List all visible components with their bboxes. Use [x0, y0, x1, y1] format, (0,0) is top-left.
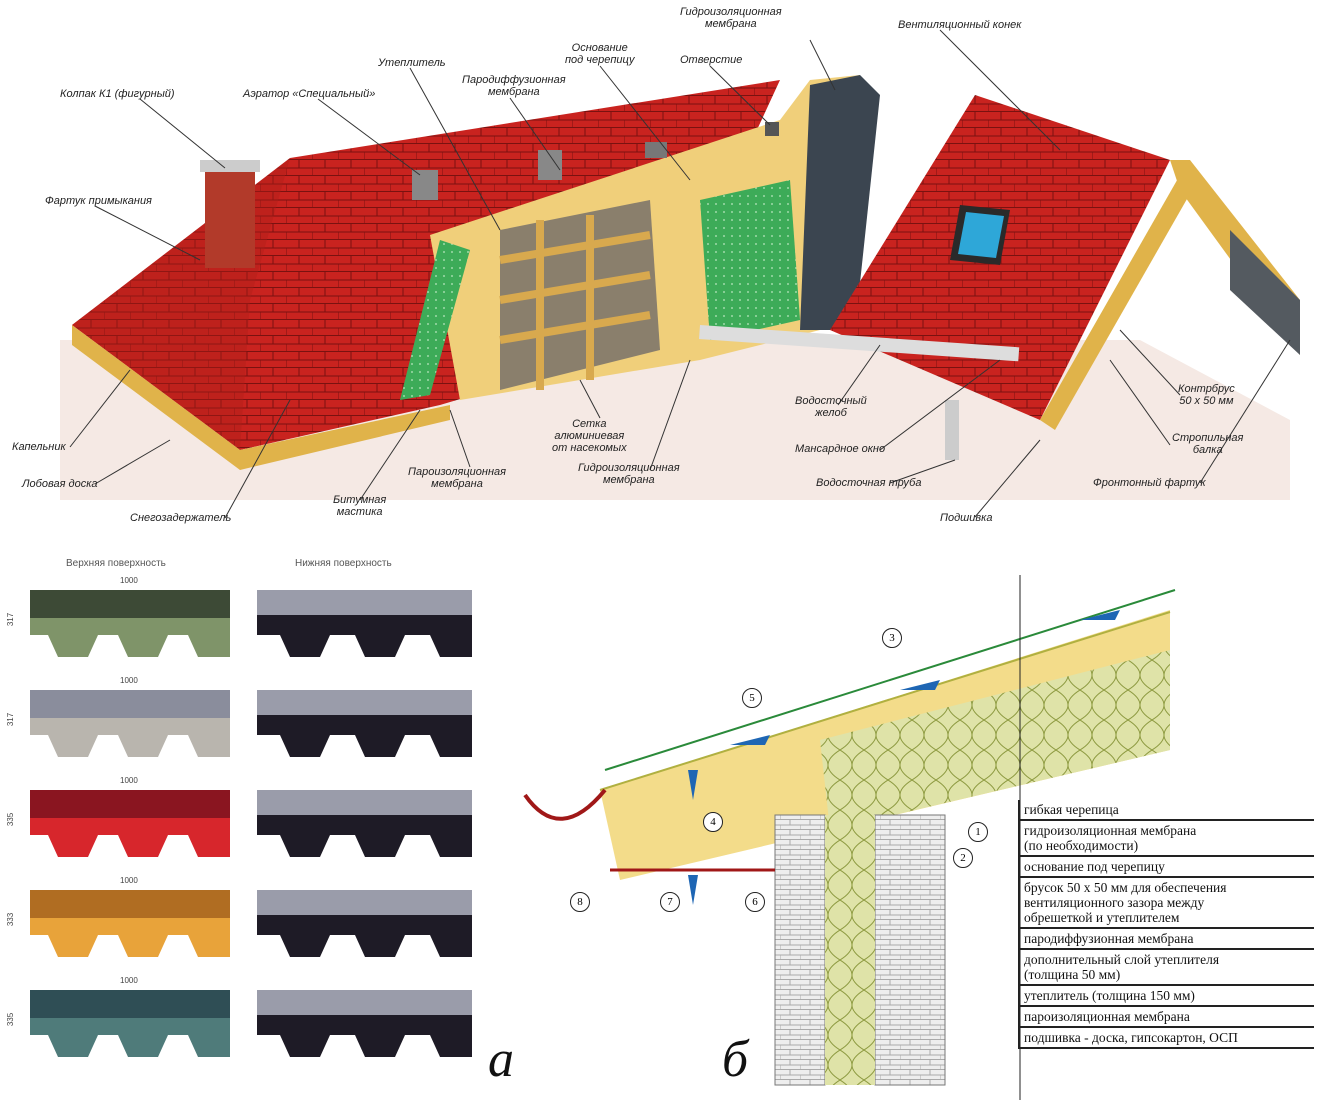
legend-text: брусок 50 х 50 мм для обеспечения вентил…	[1019, 877, 1314, 929]
label-counter-batten: Контрбрус 50 х 50 мм	[1178, 383, 1235, 407]
label-mastic: Битумная мастика	[333, 494, 387, 518]
legend-text: основание под черепицу	[1019, 856, 1314, 878]
label-base: Основание под черепицу	[565, 42, 635, 66]
legend-text: пародиффузионная мембрана	[1019, 928, 1314, 950]
legend-text: гидроизоляционная мембрана (по необходим…	[1019, 820, 1314, 857]
label-window: Мансардное окно	[795, 443, 886, 455]
label-vapor-barrier: Пароизоляционная мембрана	[408, 466, 507, 490]
legend-text: пароизоляционная мембрана	[1019, 1006, 1314, 1028]
legend-row: гидроизоляционная мембрана (по необходим…	[1019, 820, 1314, 857]
label-rafter: Стропильная балка	[1172, 432, 1244, 456]
label-snow-guard: Снегозадержатель	[130, 512, 232, 524]
legend-row: утеплитель (толщина 150 мм)	[1019, 985, 1314, 1007]
shingle-height: 317	[6, 712, 16, 727]
legend-row: основание под черепицу	[1019, 856, 1314, 878]
legend-row: брусок 50 х 50 мм для обеспечения вентил…	[1019, 877, 1314, 929]
shingle-top-3	[30, 790, 230, 857]
figure-letter-b: б	[722, 1031, 749, 1088]
legend-text: гибкая черепица	[1019, 800, 1314, 821]
legend-row: пародиффузионная мембрана	[1019, 928, 1314, 950]
legend-row: пароизоляционная мембрана	[1019, 1006, 1314, 1028]
shingles-top-title: Верхняя поверхность	[66, 558, 166, 569]
shingle-bottom-2	[257, 690, 472, 757]
legend-row: гибкая черепица	[1019, 800, 1314, 821]
label-pipe: Водосточная труба	[816, 477, 922, 489]
shingle-top-4	[30, 890, 230, 957]
shingle-bottom-5	[257, 990, 472, 1057]
callout-6: 6	[745, 892, 765, 912]
label-ridge: Вентиляционный конек	[898, 19, 1022, 31]
label-waterproof-bottom: Гидроизоляционная мембрана	[578, 462, 680, 486]
legend-text: подшивка - доска, гипсокартон, ОСП	[1019, 1027, 1314, 1049]
shingle-width: 1000	[120, 676, 138, 685]
legend-row: подшивка - доска, гипсокартон, ОСП	[1019, 1027, 1314, 1049]
leader-lines	[69, 29, 1291, 519]
label-apron: Фартук примыкания	[45, 195, 152, 207]
callout-4: 4	[703, 812, 723, 832]
label-insulation: Утеплитель	[378, 57, 446, 69]
callout-8: 8	[570, 892, 590, 912]
label-drip: Капельник	[12, 441, 66, 453]
shingle-top-2	[30, 690, 230, 757]
shingle-height: 335	[6, 812, 16, 827]
shingles-bottom-title: Нижняя поверхность	[295, 558, 392, 569]
shingle-width: 1000	[120, 976, 138, 985]
shingle-top-1	[30, 590, 230, 657]
section-drawing	[523, 575, 1176, 1100]
legend-row: дополнительный слой утеплителя (толщина …	[1019, 949, 1314, 986]
figure-letter-a: а	[488, 1031, 514, 1088]
label-aerator: Аэратор «Специальный»	[243, 88, 376, 100]
shingle-bottom-1	[257, 590, 472, 657]
label-mesh: Сетка алюминиевая от насекомых	[552, 418, 627, 454]
label-fascia: Лобовая доска	[22, 478, 98, 490]
shingle-height: 317	[6, 612, 16, 627]
shingle-width: 1000	[120, 876, 138, 885]
shingle-top-5	[30, 990, 230, 1057]
roof-illustration	[60, 75, 1300, 500]
shingle-height: 333	[6, 912, 16, 927]
shingle-bottom-3	[257, 790, 472, 857]
shingle-width: 1000	[120, 576, 138, 585]
label-gable-apron: Фронтонный фартук	[1093, 477, 1206, 489]
legend-text: дополнительный слой утеплителя (толщина …	[1019, 949, 1314, 986]
label-hole: Отверстие	[680, 54, 743, 66]
callout-3: 3	[882, 628, 902, 648]
shingle-height: 335	[6, 1012, 16, 1027]
label-cap: Колпак К1 (фигурный)	[60, 88, 175, 100]
callout-7: 7	[660, 892, 680, 912]
callout-5: 5	[742, 688, 762, 708]
callout-2: 2	[953, 848, 973, 868]
shingle-bottom-4	[257, 890, 472, 957]
legend-text: утеплитель (толщина 150 мм)	[1019, 985, 1314, 1007]
label-gutter: Водосточный желоб	[795, 395, 867, 419]
shingle-width: 1000	[120, 776, 138, 785]
label-waterproof-top: Гидроизоляционная мембрана	[680, 6, 782, 30]
label-vapor-diff: Пародиффузионная мембрана	[462, 74, 566, 98]
label-soffit: Подшивка	[940, 512, 993, 524]
callout-1: 1	[968, 822, 988, 842]
